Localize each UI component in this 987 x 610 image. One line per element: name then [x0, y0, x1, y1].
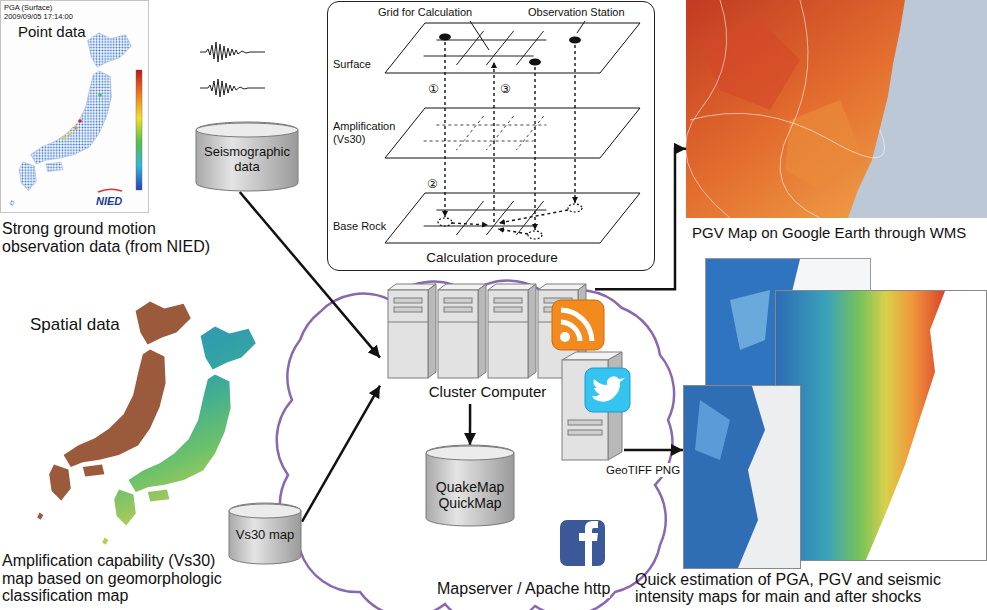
panel-caption: Calculation procedure: [328, 250, 656, 266]
map-title: Point data: [18, 23, 86, 40]
data-cylinder: Vs30 map: [228, 503, 302, 565]
plane-label: Amplification (Vs30): [333, 120, 403, 146]
twitter-icon: [585, 368, 630, 412]
cylinder-label: Vs30 map: [228, 527, 302, 542]
edge-label: GeoTIFF PNG: [605, 463, 681, 477]
cylinder-top: [196, 123, 298, 137]
cylinder-top: [426, 446, 514, 460]
callout-number: ①: [428, 82, 439, 96]
seismogram: [200, 42, 265, 97]
cylinder-body: [196, 122, 298, 191]
cylinder-label: Seismographic data: [199, 144, 295, 174]
flow-arrow: [240, 192, 380, 358]
plane-label: Base Rock: [333, 220, 386, 233]
pgv-map: [685, 0, 987, 218]
data-cylinder: Seismographic data: [195, 122, 299, 192]
plane-label: Observation Station: [528, 6, 625, 19]
map-panel: PGV Map on Google Earth through WMS: [686, 0, 987, 248]
logo-text: NIED: [96, 195, 122, 208]
point-data-map: [1, 1, 149, 213]
vs30-map: [37, 301, 256, 544]
figure-caption: Amplification capability (Vs30) map base…: [2, 552, 226, 605]
map-title: Spatial data: [30, 315, 120, 335]
map-panel: Spatial dataAmplification capability (Vs…: [0, 288, 300, 610]
flow-arrow: [624, 449, 683, 452]
server-cluster: Cluster Computer: [380, 282, 595, 404]
map-panel: PGA (Surface) 2009/09/05 17:14:00Point d…: [0, 0, 218, 262]
facebook-icon: [560, 520, 605, 566]
plane-label: Grid for Calculation: [378, 6, 472, 19]
data-cylinder: QuakeMap QuickMap: [425, 445, 515, 527]
cylinder-label: QuakeMap QuickMap: [430, 479, 510, 511]
node-label: Cluster Computer: [380, 383, 595, 400]
cylinder-body: [229, 503, 301, 564]
figure-caption: Quick estimation of PGA, PGV and seismic…: [635, 572, 985, 605]
flow-arrow: [469, 404, 472, 445]
plane-label: Surface: [333, 58, 371, 71]
intensity-maps: [684, 259, 987, 569]
server-tower: Mapserver / Apache http: [562, 352, 624, 460]
map-stamp: PGA (Surface) 2009/09/05 17:14:00: [4, 3, 84, 21]
cylinder-top: [229, 504, 301, 518]
rss-icon: [552, 300, 604, 350]
map-panel: Quick estimation of PGA, PGV and seismic…: [683, 255, 987, 573]
figure-caption: Strong ground motion observation data (f…: [2, 220, 216, 256]
calculation-planes: [385, 21, 640, 243]
cylinder-body: [426, 445, 514, 526]
cloud-outline: [277, 281, 674, 610]
callout-number: ②: [427, 177, 438, 191]
callout-number: ③: [500, 82, 511, 96]
flow-arrow: [595, 149, 686, 290]
flow-arrow: [302, 386, 380, 522]
node-label: Mapserver / Apache http: [437, 580, 610, 598]
figure-caption: PGV Map on Google Earth through WMS: [692, 224, 984, 241]
